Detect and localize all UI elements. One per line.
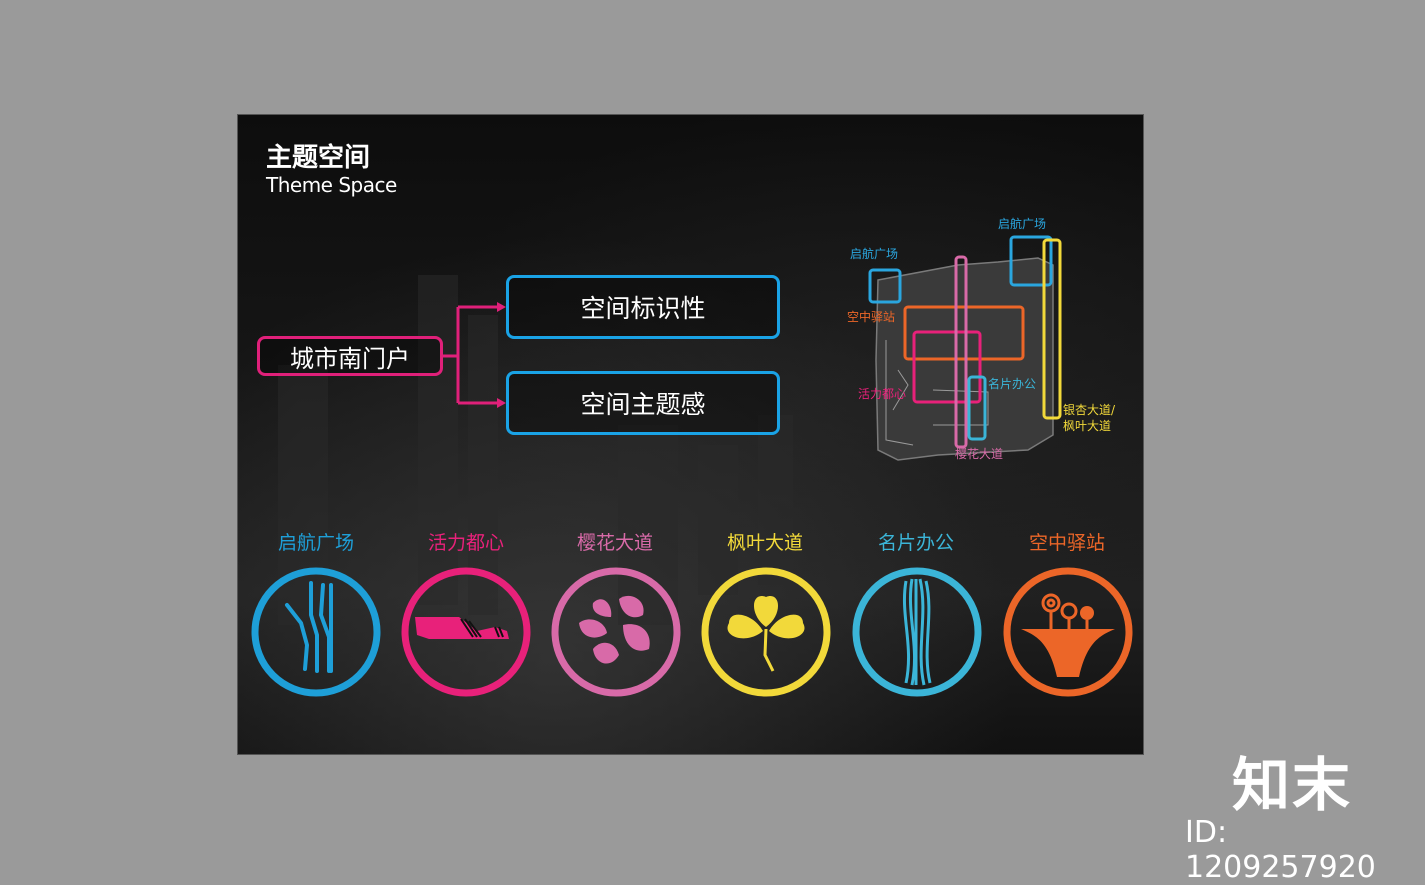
slide: 主题空间 Theme Space 城市南门户 空间标识性 空间主题感 启航广场 <box>237 114 1144 755</box>
theme-label: 樱花大道 <box>576 532 653 554</box>
zone-sakura-avenue <box>954 255 968 449</box>
page-title: 主题空间 <box>266 143 371 173</box>
city-background-building <box>698 445 738 595</box>
wave-ribbon-icon <box>401 567 531 697</box>
clover-leaf-icon <box>701 567 831 697</box>
flow-source-box: 城市南门户 <box>257 336 443 376</box>
page-subtitle: Theme Space <box>266 173 397 197</box>
arrow-head <box>497 398 506 408</box>
plan-label-card-office: 名片办公 <box>988 377 1037 391</box>
arrow-head <box>497 302 506 312</box>
city-background-building <box>618 425 678 625</box>
plan-label-qihang: 启航广场 <box>998 217 1047 231</box>
zone-ginkgo-maple-avenue <box>1042 238 1062 420</box>
site-plan-outline <box>892 369 909 411</box>
plan-label-sakura: 樱花大道 <box>955 447 1004 461</box>
city-background-building <box>468 315 498 615</box>
flow-target-box: 空间标识性 <box>506 275 780 339</box>
plan-label-sky-station: 空中驿站 <box>847 310 896 324</box>
zone-vitality-center <box>912 330 982 404</box>
theme-label: 名片办公 <box>877 532 954 554</box>
plan-label-qihang: 启航广场 <box>850 247 899 261</box>
zone-qihang-plaza <box>868 268 902 304</box>
zone-qihang-plaza <box>1009 235 1053 287</box>
plan-label-vitality: 活力都心 <box>858 387 907 401</box>
plan-label-ginkgo: 银杏大道/ <box>1063 403 1116 417</box>
site-plan-outline <box>885 340 914 446</box>
sky-trees-icon <box>1003 567 1133 697</box>
site-plan <box>868 235 1062 461</box>
theme-label: 枫叶大道 <box>726 532 803 554</box>
theme-label: 空中驿站 <box>1028 532 1105 554</box>
zone-card-office <box>967 375 987 441</box>
twisted-towers-icon <box>852 567 982 697</box>
flow-target-box: 空间主题感 <box>506 371 780 435</box>
runway-lines-icon <box>251 567 381 697</box>
city-background-building <box>418 275 458 605</box>
flow-connector <box>443 302 506 408</box>
watermark-brand: 知末 <box>1232 751 1353 819</box>
theme-label: 启航广场 <box>277 532 354 554</box>
plan-label-maple: 枫叶大道 <box>1063 419 1112 433</box>
city-background-building <box>758 415 793 585</box>
zone-sky-station <box>903 305 1025 361</box>
cherry-blossom-icon <box>551 567 681 697</box>
site-plan-outline <box>932 389 989 426</box>
theme-label: 活力都心 <box>427 532 504 554</box>
